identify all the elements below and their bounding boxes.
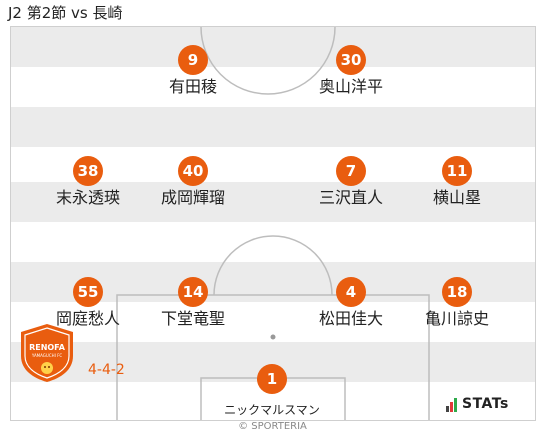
player-name: 松田佳大 <box>318 309 383 328</box>
stats-bars-icon <box>446 398 457 412</box>
pitch-markings <box>116 27 430 420</box>
player-number-badge: 11 <box>442 156 472 186</box>
player-card: 11 横山塁 <box>402 156 512 208</box>
player-card: 4 松田佳大 <box>296 277 406 329</box>
player-name: 岡庭愁人 <box>55 309 120 328</box>
player-number-badge: 7 <box>336 156 366 186</box>
player-card: 38 末永透瑛 <box>33 156 143 208</box>
pitch-stripe <box>11 107 535 147</box>
credit-text: © SPORTERIA <box>238 421 307 432</box>
stats-logo-text: STATs <box>462 396 509 412</box>
player-number-badge: 18 <box>442 277 472 307</box>
player-card: 55 岡庭愁人 <box>33 277 143 329</box>
crest-text: RENOFA <box>29 343 66 352</box>
pitch-stripe <box>11 182 535 222</box>
player-number-badge: 55 <box>73 277 103 307</box>
player-name: 亀川諒史 <box>424 309 489 328</box>
player-name: 成岡輝瑠 <box>160 188 225 207</box>
player-card: 18 亀川諒史 <box>402 277 512 329</box>
match-title: J2 第2節 vs 長崎 <box>8 4 123 22</box>
player-name: ニックマルスマン <box>224 403 320 417</box>
player-number-badge: 1 <box>257 364 287 394</box>
player-card: 9 有田稜 <box>138 45 248 97</box>
stats-logo: STATs <box>446 394 509 412</box>
player-number-badge: 30 <box>336 45 366 75</box>
pitch-stripe <box>11 27 535 67</box>
center-circle <box>200 27 336 95</box>
player-number-badge: 4 <box>336 277 366 307</box>
player-number-badge: 9 <box>178 45 208 75</box>
penalty-area <box>116 294 430 420</box>
penalty-spot <box>270 334 276 340</box>
formation-label: 4-4-2 <box>88 362 125 378</box>
player-name: 横山塁 <box>432 188 481 207</box>
player-card-goalkeeper: 1 ニックマルスマン <box>217 364 327 420</box>
player-name: 有田稜 <box>168 77 217 96</box>
club-crest-icon: RENOFA YAMAGUCHI FC <box>17 322 77 384</box>
player-name: 奥山洋平 <box>318 77 383 96</box>
player-name: 末永透瑛 <box>55 188 120 207</box>
crest-subtext: YAMAGUCHI FC <box>31 353 63 358</box>
player-card: 7 三沢直人 <box>296 156 406 208</box>
player-name: 下堂竜聖 <box>160 309 225 328</box>
player-number-badge: 40 <box>178 156 208 186</box>
player-card: 40 成岡輝瑠 <box>138 156 248 208</box>
player-number-badge: 38 <box>73 156 103 186</box>
player-name: 三沢直人 <box>318 188 383 207</box>
player-card: 14 下堂竜聖 <box>138 277 248 329</box>
player-card: 30 奥山洋平 <box>296 45 406 97</box>
penalty-arc <box>213 235 333 296</box>
player-number-badge: 14 <box>178 277 208 307</box>
